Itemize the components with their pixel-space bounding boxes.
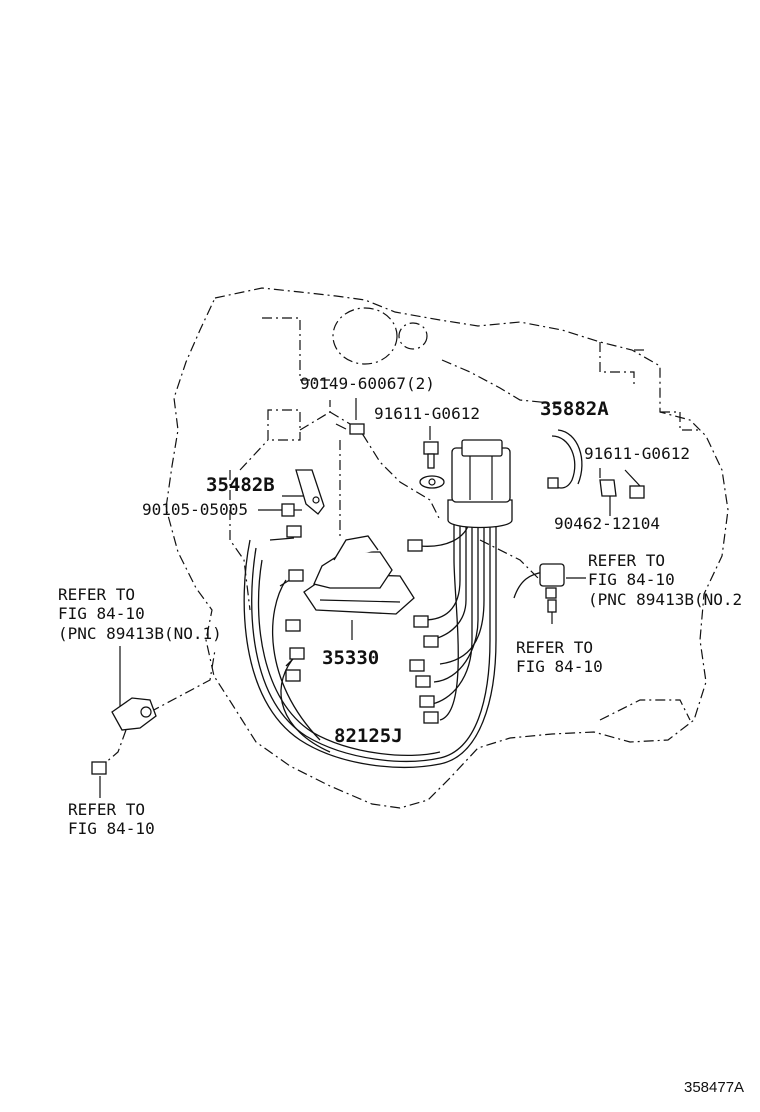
refer-right-line1: REFER TO [588,551,666,570]
case-bore [332,307,398,365]
part-label-90105: 90105-05005 [142,500,248,519]
part-label-35330: 35330 [322,647,380,669]
refer-right-line2: FIG 84-10 [588,570,675,589]
bolt-91611-right [629,485,645,499]
refer-right-line3: (PNC 89413B(NO.2 [588,590,743,609]
transmission-case-outline [165,287,729,809]
valve-35330 [303,535,415,615]
refer-bottom-line1: REFER TO [68,800,146,819]
wire-harness-82125J [243,439,513,768]
pipe-35882A [547,429,583,489]
clamp-90462 [599,479,617,497]
part-label-82125J: 82125J [334,725,403,747]
refer-mid-line2: FIG 84-10 [516,657,603,676]
bolt-90105 [281,503,302,517]
part-label-91611-right: 91611-G0612 [584,444,690,463]
refer-left-line2: FIG 84-10 [58,604,145,623]
part-label-35482B: 35482B [206,474,275,496]
figure-id: 358477A [684,1079,745,1096]
refer-mid-line1: REFER TO [516,638,594,657]
solenoid-right [513,563,565,624]
part-label-90462: 90462-12104 [554,514,660,533]
sensor-left [111,697,157,731]
refer-left-line3: (PNC 89413B(NO.1) [58,624,222,643]
bolt-91611-upper [423,441,439,469]
part-label-35882A: 35882A [540,398,609,420]
bolt-90149 [335,423,365,435]
bracket-35482B [295,469,325,515]
refer-left-line1: REFER TO [58,585,136,604]
part-label-90149: 90149-60067(2) [300,374,435,393]
refer-bottom-line2: FIG 84-10 [68,819,155,838]
bolt-left-lower [91,761,107,775]
case-bore-small [398,322,428,350]
part-label-91611-upper: 91611-G0612 [374,404,480,423]
